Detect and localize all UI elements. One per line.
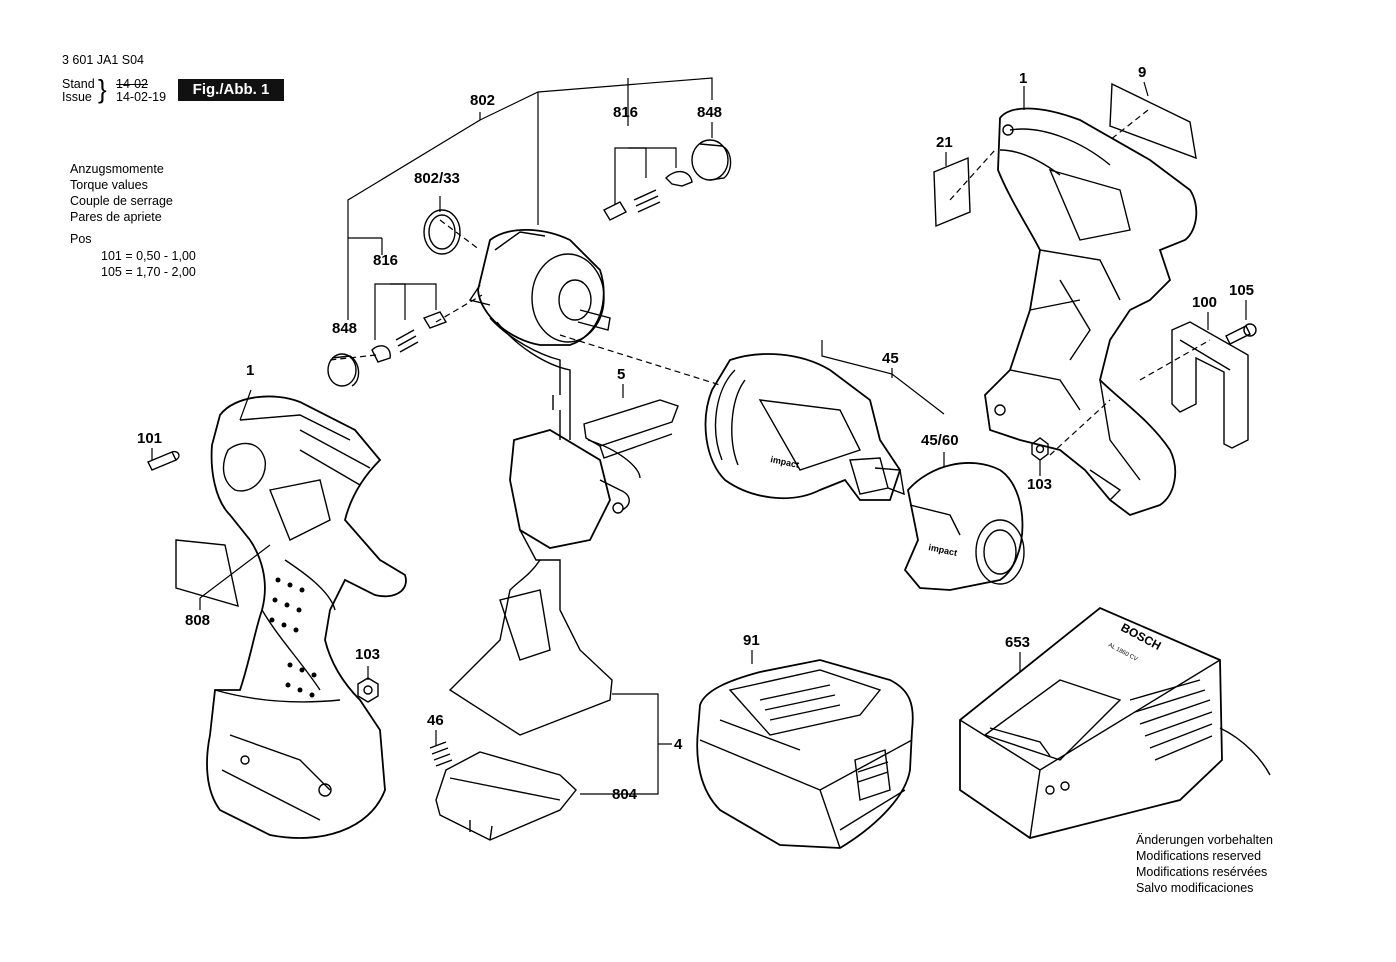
torque-line-fr: Couple de serrage [70, 194, 173, 208]
part-label-1-right: 1 [1019, 70, 1028, 87]
leader-lines [151, 77, 1247, 795]
part-label-45: 45 [882, 350, 899, 367]
torque-row-105: 105 = 1,70 - 2,00 [101, 265, 196, 279]
stand-value: 14-02 [116, 77, 148, 91]
part-label-103-left: 103 [355, 646, 381, 663]
part-label-816-mid: 816 [373, 252, 399, 269]
label-plate-808 [175, 539, 239, 607]
belt-clip-100 [1171, 321, 1249, 449]
part-label-848-left: 848 [332, 320, 358, 337]
motor-802 [468, 228, 611, 410]
issue-value: 14-02-19 [116, 90, 167, 104]
cover-45-60 [903, 462, 1025, 591]
charger-653 [959, 606, 1271, 839]
part-label-816-top: 816 [613, 104, 639, 121]
switch-cover-5 [583, 399, 679, 459]
stand-label: Stand [62, 77, 95, 91]
plate-804 [435, 751, 577, 841]
part-label-1-left: 1 [246, 362, 255, 379]
part-label-802-33: 802/33 [414, 170, 460, 187]
part-label-21: 21 [936, 134, 953, 151]
part-label-4: 4 [674, 736, 683, 753]
housing-left-half [206, 395, 407, 839]
part-label-5: 5 [617, 366, 626, 383]
part-label-103-right: 103 [1027, 476, 1053, 493]
gear-housing-45 [704, 353, 905, 501]
brush-set-816-mid [371, 311, 448, 363]
bearing-848-left [327, 353, 360, 387]
nut-103-left [357, 677, 379, 703]
document-number: 3 601 JA1 S04 [62, 53, 145, 67]
part-label-100: 100 [1192, 294, 1218, 311]
bracket-glyph: } [98, 74, 107, 104]
part-label-101: 101 [137, 430, 163, 447]
part-label-808: 808 [185, 612, 211, 629]
torque-line-es: Pares de apriete [70, 210, 162, 224]
part-label-91: 91 [743, 632, 760, 649]
part-label-45-60: 45/60 [921, 432, 959, 449]
torque-row-101: 101 = 0,50 - 1,00 [101, 249, 196, 263]
impact-marking-1: impact [770, 454, 800, 470]
part-label-653: 653 [1005, 634, 1031, 651]
part-label-802: 802 [470, 92, 496, 109]
part-label-105: 105 [1229, 282, 1255, 299]
part-label-804: 804 [612, 786, 638, 803]
torque-line-en: Torque values [70, 178, 148, 192]
torque-line-de: Anzugsmomente [70, 162, 164, 176]
footer-line-de: Änderungen vorbehalten [1136, 833, 1273, 847]
figure-badge: Fig./Abb. 1 [178, 79, 284, 101]
nut-103-right [1031, 437, 1049, 461]
spring-46 [429, 741, 453, 767]
issue-label: Issue [62, 90, 92, 104]
part-label-46: 46 [427, 712, 444, 729]
switch-module-4 [448, 410, 641, 736]
part-label-9: 9 [1138, 64, 1147, 81]
label-plate-9 [1109, 82, 1197, 160]
impact-marking-2: impact [928, 542, 958, 558]
grip-dots [269, 577, 317, 698]
screw-101 [147, 450, 180, 471]
battery-pack-91 [696, 659, 914, 849]
bearing-848-top [691, 139, 732, 181]
o-ring-802-33 [423, 209, 461, 255]
footer-line-es: Salvo modificaciones [1136, 881, 1254, 895]
label-plate-21 [933, 156, 971, 228]
torque-pos-label: Pos [70, 232, 92, 246]
screw-105 [1225, 323, 1257, 345]
housing-right-half [984, 107, 1198, 517]
brush-set-816-top [603, 171, 693, 221]
charger-model-text: AL 1860 CV [1107, 642, 1138, 662]
footer-line-en: Modifications reserved [1136, 849, 1262, 863]
part-label-848-top: 848 [697, 104, 723, 121]
footer-line-fr: Modifications resérvées [1136, 865, 1268, 879]
